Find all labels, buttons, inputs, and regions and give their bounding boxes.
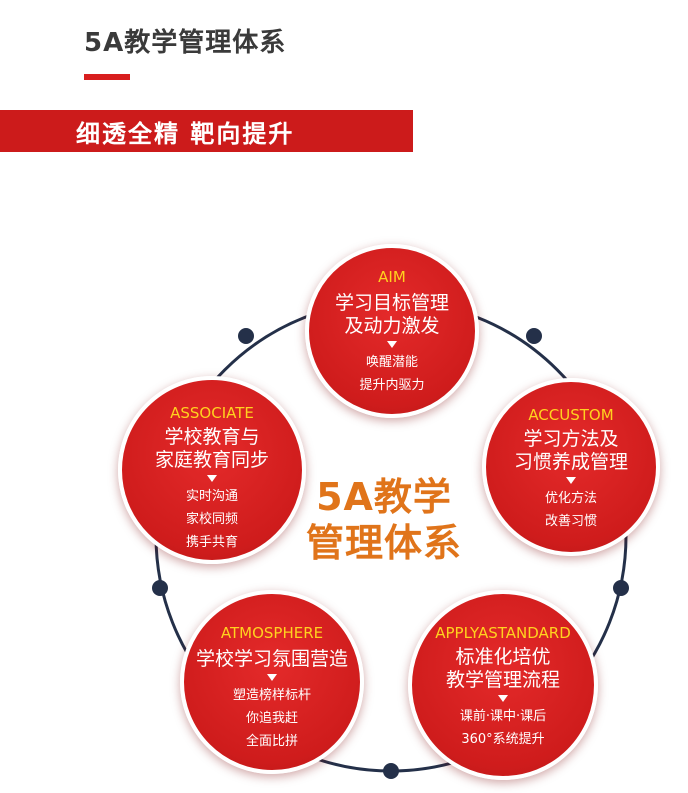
node-applystandard-item: 课前·课中·课后 — [459, 709, 547, 724]
node-atmosphere-item: 全面比拼 — [245, 734, 298, 749]
node-applystandard-title-line2: 教学管理流程 — [445, 669, 560, 691]
node-accustom-title-line2: 习惯养成管理 — [513, 451, 628, 473]
triangle-down-icon — [387, 341, 397, 348]
node-atmosphere-item: 你追我赶 — [245, 711, 298, 726]
node-associate-item: 携手共育 — [185, 535, 238, 550]
node-accustom-title-line1: 学习方法及 — [523, 428, 619, 450]
ring-dot — [613, 580, 629, 596]
node-applystandard-item: 360°系统提升 — [461, 732, 545, 747]
center-title: 5A教学 管理体系 — [294, 474, 474, 566]
node-aim-item: 唤醒潜能 — [365, 355, 418, 370]
node-applystandard-title-line1: 标准化培优 — [455, 646, 551, 668]
center-title-line1: 5A教学 — [316, 475, 452, 519]
ring-dot — [383, 763, 399, 779]
triangle-down-icon — [566, 477, 576, 484]
banner — [0, 110, 413, 152]
node-associate-en: ASSOCIATE — [170, 404, 254, 422]
triangle-down-icon — [267, 674, 277, 681]
title-underline — [84, 74, 130, 80]
node-associate: ASSOCIATE 学校教育与 家庭教育同步 实时沟通 家校同频 携手共育 — [118, 376, 306, 564]
ring-dot — [152, 580, 168, 596]
node-applystandard-en: APPLYASTANDARD — [435, 624, 571, 642]
node-aim-title-line2: 及动力激发 — [344, 315, 440, 337]
node-atmosphere-en: ATMOSPHERE — [220, 624, 324, 642]
node-accustom-item: 优化方法 — [544, 491, 597, 506]
node-associate-item: 家校同频 — [185, 512, 238, 527]
node-atmosphere-title-line1: 学校学习氛围营造 — [195, 648, 348, 670]
banner-text: 细透全精 靶向提升 — [76, 120, 295, 148]
node-atmosphere: ATMOSPHERE 学校学习氛围营造 塑造榜样标杆 你追我赶 全面比拼 — [180, 590, 364, 774]
node-accustom-en: ACCUSTOM — [528, 406, 614, 424]
node-associate-title-line2: 家庭教育同步 — [154, 449, 269, 471]
node-aim: AIM 学习目标管理 及动力激发 唤醒潜能 提升内驱力 — [305, 244, 479, 418]
ring-dot — [238, 328, 254, 344]
triangle-down-icon — [498, 695, 508, 702]
node-associate-title-line1: 学校教育与 — [164, 426, 260, 448]
node-aim-en: AIM — [378, 268, 406, 286]
triangle-down-icon — [207, 475, 217, 482]
node-accustom: ACCUSTOM 学习方法及 习惯养成管理 优化方法 改善习惯 — [482, 378, 660, 556]
ring-dot — [526, 328, 542, 344]
node-atmosphere-item: 塑造榜样标杆 — [232, 688, 311, 703]
node-aim-title-line1: 学习目标管理 — [334, 292, 449, 314]
page-title: 5A教学管理体系 — [84, 28, 287, 58]
node-aim-item: 提升内驱力 — [359, 378, 425, 393]
node-applystandard: APPLYASTANDARD 标准化培优 教学管理流程 课前·课中·课后 360… — [408, 590, 598, 780]
center-title-line2: 管理体系 — [305, 521, 462, 565]
node-associate-item: 实时沟通 — [185, 489, 238, 504]
node-accustom-item: 改善习惯 — [544, 514, 597, 529]
